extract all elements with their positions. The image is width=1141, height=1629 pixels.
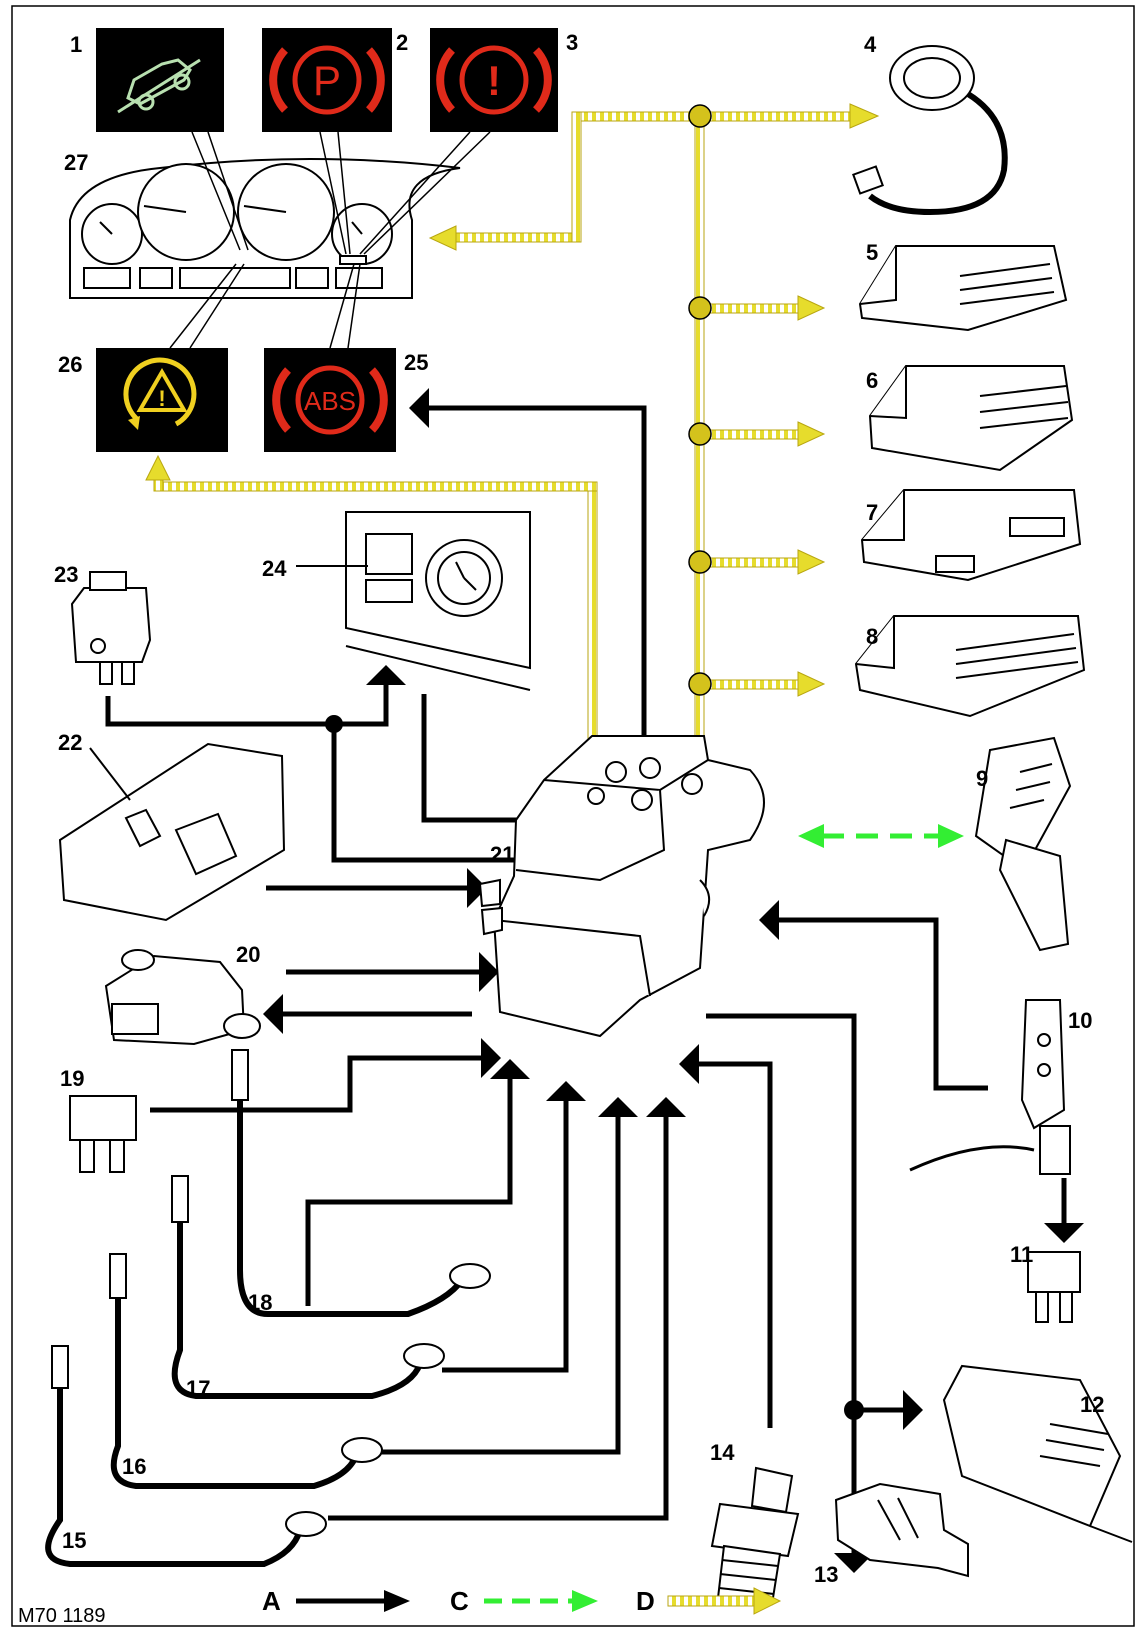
abs-modulator: [480, 736, 764, 1036]
label-18: 18: [248, 1290, 272, 1315]
abs-warning-lamp: ABS: [264, 348, 396, 452]
diagnostic-link: [798, 824, 964, 848]
label-24: 24: [262, 556, 287, 581]
legend-key-d: D: [636, 1586, 655, 1616]
wheel-speed-sensor-18: [232, 1050, 490, 1314]
label-6: 6: [866, 368, 878, 393]
abs-text: ABS: [304, 386, 356, 416]
connector-13: [836, 1484, 968, 1576]
label-27: 27: [64, 150, 88, 175]
hill-descent-lamp: [96, 28, 224, 132]
legend-line-hatched: [668, 1596, 756, 1606]
label-3: 3: [566, 30, 578, 55]
instrument-pack: [70, 159, 460, 298]
label-7: 7: [866, 500, 878, 525]
ecu-5: [860, 246, 1066, 330]
steering-angle-sensor: [853, 46, 1004, 212]
figure-reference: M70 1189: [18, 1605, 105, 1627]
label-9: 9: [976, 766, 988, 791]
hdc-switch-console: [60, 744, 284, 920]
wheel-speed-sensor-16: [110, 1254, 382, 1486]
legend-key-c: C: [450, 1586, 469, 1616]
label-11: 11: [1010, 1242, 1033, 1267]
ecu-8: [856, 616, 1084, 716]
brake-warning-symbol: !: [487, 57, 501, 104]
label-13: 13: [814, 1562, 838, 1587]
label-21: 21: [490, 842, 514, 867]
park-brake-lamp: P: [262, 28, 392, 132]
label-15: 15: [62, 1528, 86, 1553]
pressure-sensor: [712, 1468, 798, 1604]
ecu-7: [862, 490, 1080, 580]
label-14: 14: [710, 1440, 735, 1465]
label-10: 10: [1068, 1008, 1092, 1033]
label-20: 20: [236, 942, 260, 967]
label-23: 23: [54, 562, 78, 587]
label-22: 22: [58, 730, 82, 755]
label-17: 17: [186, 1376, 210, 1401]
label-5: 5: [866, 240, 878, 265]
switch-pack: [346, 512, 530, 690]
label-25: 25: [404, 350, 428, 375]
label-16: 16: [122, 1454, 146, 1479]
label-12: 12: [1080, 1392, 1104, 1417]
label-2: 2: [396, 30, 408, 55]
fuse-11: [1028, 1252, 1080, 1322]
legend-key-a: A: [262, 1586, 281, 1616]
svg-text:!: !: [158, 386, 165, 411]
park-brake-symbol: P: [313, 57, 341, 104]
label-1: 1: [70, 32, 82, 57]
label-4: 4: [864, 32, 877, 57]
label-19: 19: [60, 1066, 84, 1091]
fuse-19: [70, 1096, 136, 1172]
dsc-warning-lamp: !: [96, 348, 228, 452]
ecu-6: [870, 366, 1072, 470]
brake-warning-lamp: !: [430, 28, 558, 132]
diagnostic-socket: [976, 738, 1070, 950]
relay: [72, 572, 150, 684]
label-8: 8: [866, 624, 878, 649]
label-26: 26: [58, 352, 82, 377]
legend: A C D: [262, 1586, 780, 1616]
